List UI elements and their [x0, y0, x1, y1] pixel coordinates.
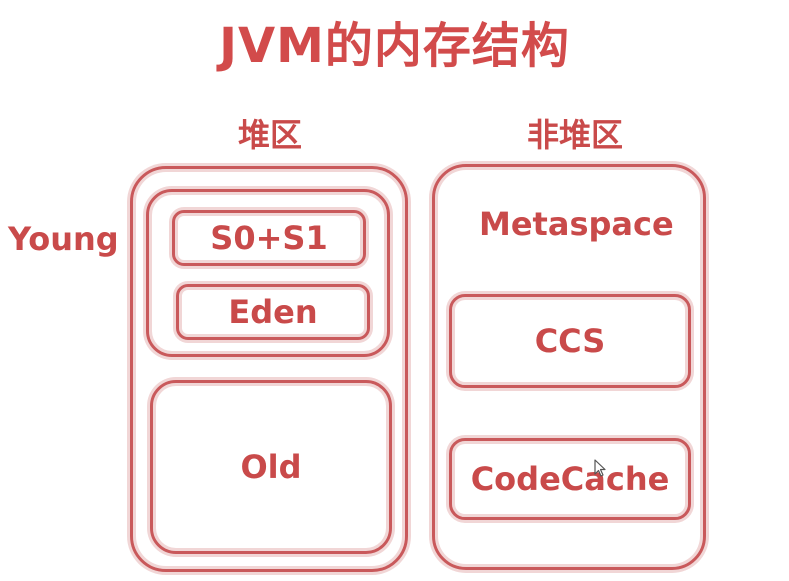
- diagram-title: JVM的内存结构: [219, 18, 570, 74]
- survivor-box: S0+S1: [172, 210, 366, 266]
- ccs-box: CCS: [449, 294, 691, 388]
- eden-label: Eden: [228, 293, 318, 331]
- non-heap-heading: 非堆区: [526, 116, 623, 154]
- survivor-label: S0+S1: [210, 219, 328, 257]
- mouse-pointer-icon: [594, 459, 606, 477]
- old-generation-box: Old: [150, 380, 392, 554]
- codecache-box: CodeCache: [449, 438, 691, 520]
- ccs-label: CCS: [534, 322, 606, 360]
- young-label: Young: [8, 220, 119, 258]
- codecache-label: CodeCache: [470, 460, 670, 498]
- metaspace-label: Metaspace: [479, 205, 674, 243]
- heap-heading: 堆区: [237, 116, 302, 154]
- eden-box: Eden: [176, 284, 370, 340]
- old-label: Old: [240, 448, 302, 486]
